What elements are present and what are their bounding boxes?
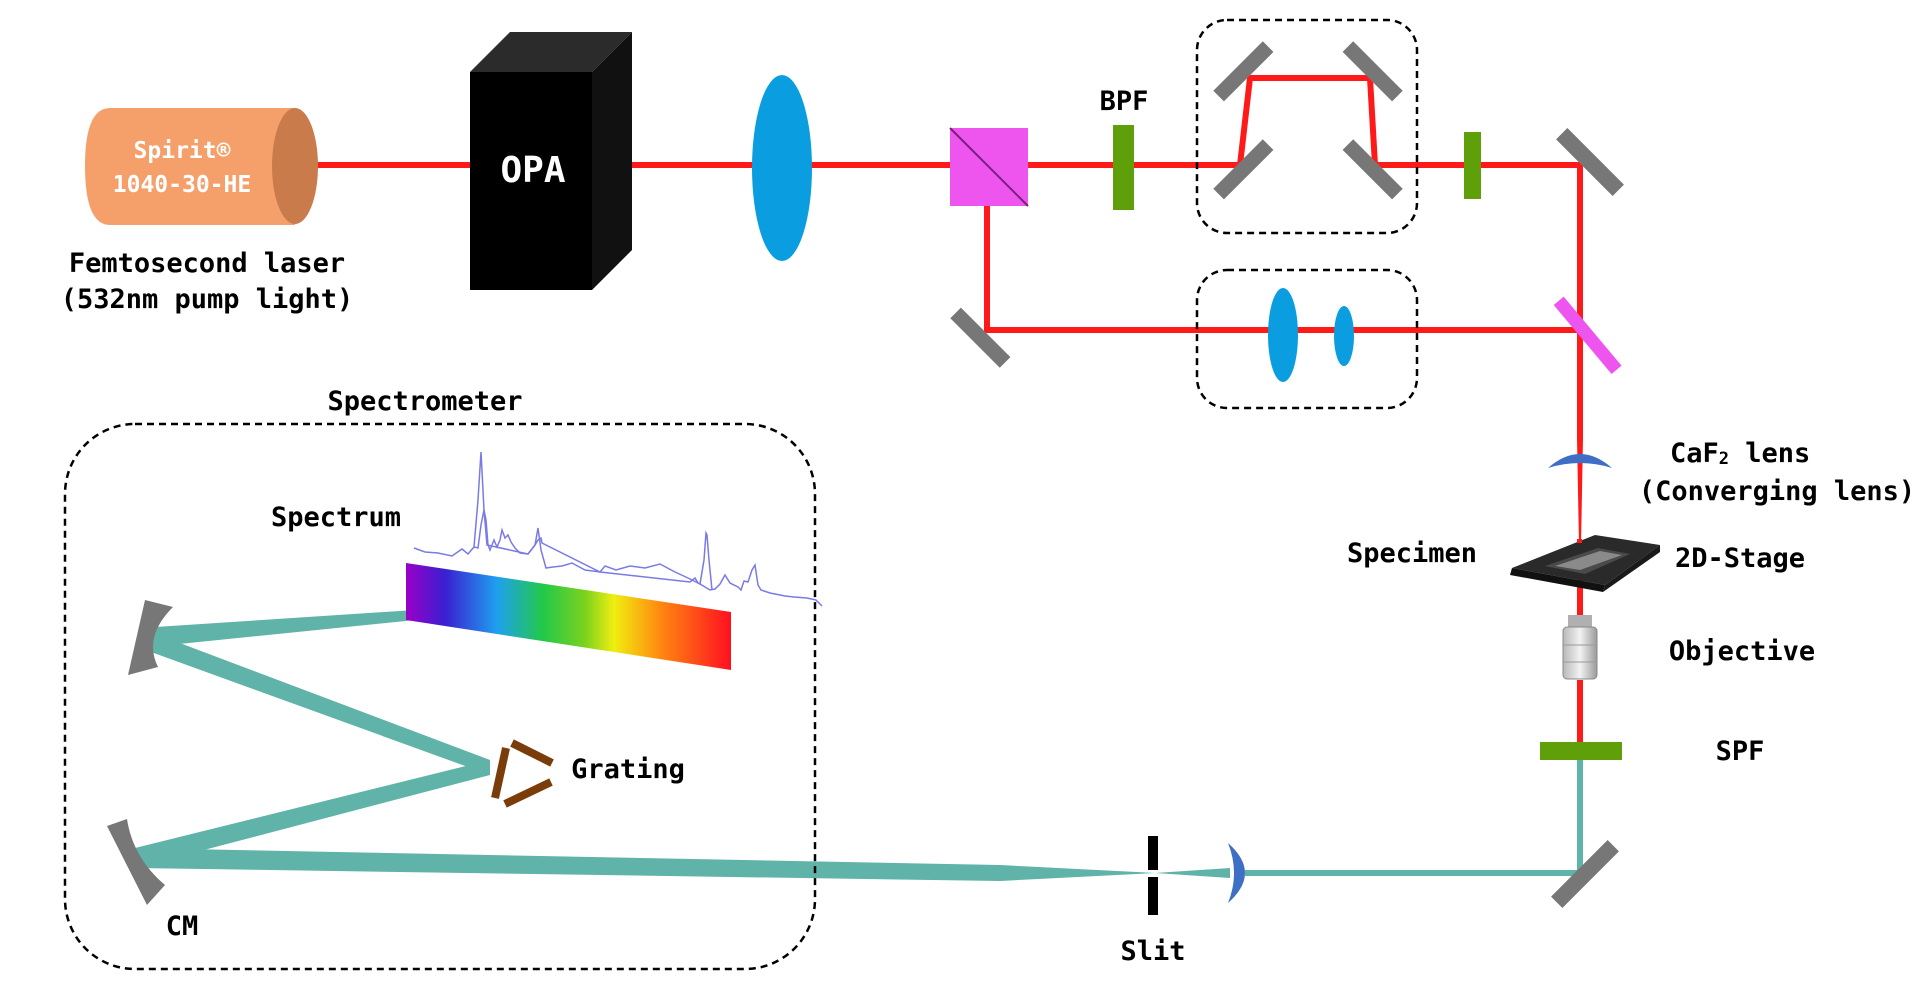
lens bbox=[752, 75, 812, 261]
laser-pump-wavelength: (532nm pump light) bbox=[61, 284, 354, 315]
objective-label: Objective bbox=[1669, 636, 1815, 667]
beam-splitter bbox=[949, 127, 1029, 207]
femtosecond-laser: Spirit® 1040-30-HE bbox=[85, 108, 318, 225]
telescope-enclosure bbox=[1195, 268, 1419, 410]
spectrometer-enclosure bbox=[63, 422, 817, 971]
laser-model-number: 1040-30-HE bbox=[113, 172, 251, 198]
telescope-lens-small bbox=[1334, 306, 1354, 366]
spectrum-label: Spectrum bbox=[271, 502, 401, 533]
mirror-top-right bbox=[1556, 128, 1624, 196]
specimen-stage bbox=[1510, 535, 1660, 592]
delay-line-mirrors bbox=[1213, 41, 1403, 200]
converging-lens-label: (Converging lens) bbox=[1639, 476, 1915, 507]
mirror-bottom-right bbox=[1551, 840, 1619, 908]
spf-label: SPF bbox=[1716, 736, 1765, 767]
teal-beam-path bbox=[135, 608, 1583, 881]
focusing-lens bbox=[1228, 843, 1245, 903]
dispersed-spectrum bbox=[406, 563, 731, 670]
bpf-label: BPF bbox=[1100, 86, 1149, 117]
bandpass-filter bbox=[1113, 125, 1134, 210]
cm-label: CM bbox=[166, 911, 199, 942]
concave-mirror-cm bbox=[107, 819, 165, 905]
specimen-label: Specimen bbox=[1347, 538, 1477, 569]
slit-label: Slit bbox=[1120, 936, 1185, 967]
spectrometer-label: Spectrometer bbox=[327, 386, 522, 417]
focused-red-beam bbox=[1577, 438, 1583, 545]
laser-description: Femtosecond laser bbox=[69, 248, 345, 279]
caf2-lens bbox=[1548, 454, 1612, 468]
spectrum-trace bbox=[413, 509, 823, 607]
spectrum-trace-peaks bbox=[473, 451, 713, 591]
shortpass-filter bbox=[1540, 742, 1622, 760]
laser-model-label: Spirit® bbox=[134, 138, 231, 164]
telescope-lens-large bbox=[1268, 288, 1298, 382]
concave-mirror-top bbox=[128, 600, 173, 675]
dichroic-mirror bbox=[1553, 296, 1622, 374]
objective-lens bbox=[1562, 615, 1598, 680]
mirror-branch bbox=[950, 307, 1011, 368]
green-filter bbox=[1464, 132, 1481, 199]
stage-label: 2D-Stage bbox=[1675, 543, 1805, 574]
opa-label: OPA bbox=[500, 150, 565, 191]
grating bbox=[491, 739, 554, 808]
caf2-lens-label: CaF2 lens bbox=[1670, 438, 1810, 469]
opa-box: OPA bbox=[470, 32, 632, 290]
delay-line-enclosure bbox=[1195, 18, 1419, 235]
grating-label: Grating bbox=[571, 754, 685, 785]
slit bbox=[1148, 836, 1158, 915]
